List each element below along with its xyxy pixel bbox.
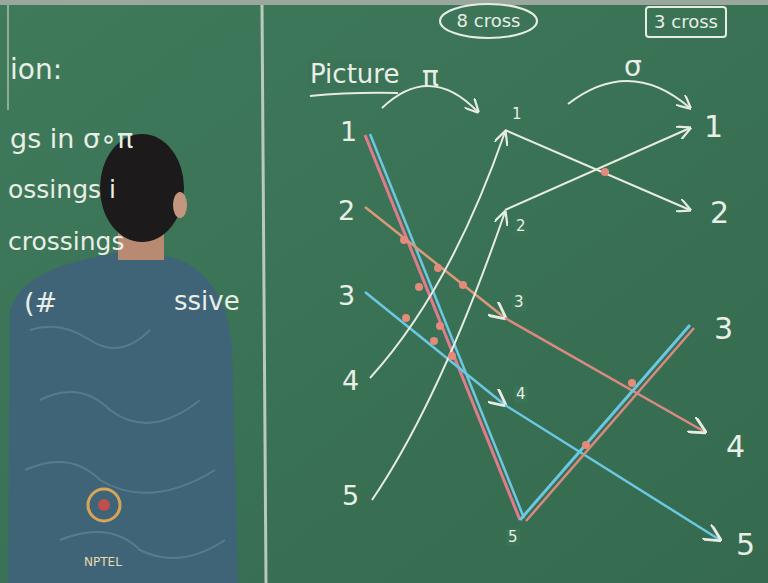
shirt-pattern [30, 327, 150, 348]
board-text: Picture [308, 60, 401, 89]
strand-number: 5 [734, 528, 757, 561]
crossing-dot [459, 281, 467, 289]
strand-number: 2 [708, 196, 731, 229]
person-ear [173, 192, 187, 218]
crossing-dot [448, 352, 456, 360]
note-ellipse [440, 4, 537, 38]
strand-number: 4 [724, 430, 747, 463]
board-text: π [420, 62, 441, 93]
board-divider [262, 5, 266, 583]
mapping-arc [568, 81, 690, 108]
underline [310, 93, 398, 96]
strand [365, 207, 505, 318]
strand-number: 4 [514, 386, 528, 403]
shirt-texture [25, 327, 225, 558]
strand-number: 1 [338, 117, 359, 147]
crossing-dot [400, 236, 408, 244]
strand [505, 128, 690, 210]
strand-number: 3 [712, 312, 735, 345]
strand-number: 4 [340, 366, 361, 396]
board-frame [0, 0, 768, 5]
crossing-dots [400, 168, 636, 449]
note-text: 8 cross [457, 11, 521, 31]
circled-note: 8 cross [438, 2, 539, 40]
shirt-pattern [60, 532, 225, 558]
strand [365, 135, 520, 520]
strand [526, 328, 694, 521]
crossing-dot [582, 441, 590, 449]
strand-number: 1 [510, 106, 524, 123]
strand-number: 5 [340, 481, 361, 511]
strand [370, 134, 524, 518]
board-text: ion: [8, 55, 64, 86]
strand-number: 1 [702, 110, 725, 143]
crossing-dot [601, 168, 609, 176]
strand [520, 325, 690, 520]
boxed-note: 3 cross [645, 6, 727, 38]
strand-number: 2 [514, 218, 528, 235]
strand-number: 3 [512, 294, 526, 311]
strand [505, 318, 705, 432]
board-text: gs in σ∘π [8, 124, 135, 154]
strand [505, 405, 720, 540]
crossing-dot [436, 322, 444, 330]
crossing-dot [415, 283, 423, 291]
logo-center [98, 499, 110, 511]
strand-number: 3 [336, 281, 357, 311]
board-text: σ [622, 52, 644, 83]
strand-number: 2 [336, 196, 357, 226]
board-divider [7, 5, 9, 110]
strand-number: 5 [506, 529, 520, 546]
shirt-pattern [25, 462, 215, 493]
crossing-dot [628, 379, 636, 387]
crossing-dot [430, 337, 438, 345]
strand [370, 132, 505, 378]
logo-ring [88, 489, 120, 521]
board-text: ossings i [6, 176, 118, 204]
note-text: 3 cross [654, 12, 718, 32]
board-text: crossings [6, 228, 127, 256]
crossing-dot [434, 264, 442, 272]
logo-text: NPTEL [82, 556, 124, 569]
shirt-pattern [40, 392, 200, 423]
crossing-dot [402, 314, 410, 322]
board-text: ssive [172, 287, 242, 316]
strand [372, 212, 505, 500]
board-text: (# [22, 288, 59, 318]
